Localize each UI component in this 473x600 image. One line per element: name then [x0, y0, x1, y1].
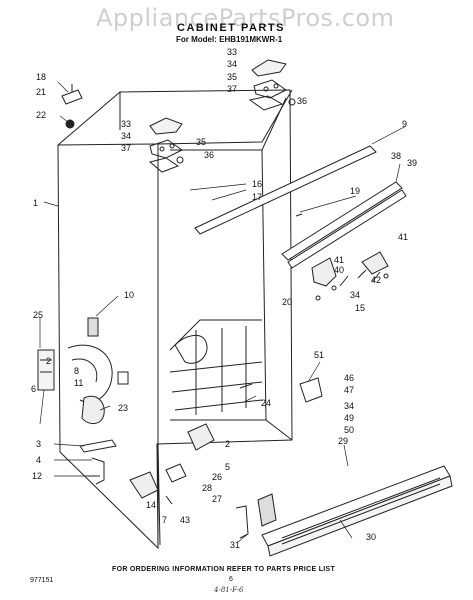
callout-11: 11	[74, 378, 83, 388]
sheet-code: 977151	[30, 577, 54, 584]
kick-plate-grille	[261, 465, 453, 557]
right-hinge-bracket	[311, 251, 389, 301]
callout-7: 7	[162, 515, 167, 525]
callout-1: 1	[33, 198, 38, 208]
callout-3: 3	[36, 439, 41, 449]
callout-2-left: 2	[46, 356, 51, 366]
ordering-note: FOR ORDERING INFORMATION REFER TO PARTS …	[112, 566, 336, 573]
top-hinge-center	[148, 117, 184, 173]
callout-47: 47	[344, 385, 354, 395]
callout-labels: 33 34 35 37 36 18 21 22 33 34 35 37 36 9…	[31, 47, 417, 550]
callout-16: 16	[252, 179, 262, 189]
door-switch	[235, 493, 277, 539]
callout-14: 14	[146, 500, 156, 510]
lower-brackets	[129, 377, 323, 505]
callout-42: 42	[371, 275, 381, 285]
callout-34-right-bracket: 34	[350, 290, 360, 300]
wiring-harness	[37, 317, 129, 424]
callout-28: 28	[202, 483, 212, 493]
callout-10: 10	[124, 290, 134, 300]
callout-22: 22	[36, 110, 46, 120]
callout-23: 23	[118, 403, 128, 413]
callout-18: 18	[36, 72, 46, 82]
callout-29: 29	[338, 436, 348, 446]
callout-24: 24	[261, 398, 271, 408]
callout-35-top-hinge: 35	[227, 72, 237, 82]
callout-21: 21	[36, 87, 46, 97]
callout-34-lower-right: 34	[344, 401, 354, 411]
page-number: 6	[229, 576, 233, 583]
callout-34-center-hinge: 34	[121, 131, 131, 141]
left-hinge-pin	[61, 84, 83, 129]
model-line: For Model: EHB191MKWR-1	[176, 35, 283, 44]
callout-31: 31	[230, 540, 240, 550]
callout-27: 27	[212, 494, 222, 504]
cabinet-body	[57, 89, 293, 550]
callout-20: 20	[282, 297, 292, 307]
callout-38: 38	[391, 151, 401, 161]
leader-lines	[39, 81, 407, 543]
callout-2-center: 2	[225, 439, 230, 449]
callout-30: 30	[366, 532, 376, 542]
callout-46: 46	[344, 373, 354, 383]
callout-17: 17	[252, 192, 262, 202]
callout-37-top-hinge: 37	[227, 84, 237, 94]
callout-40: 40	[334, 265, 344, 275]
lower-left-parts	[79, 439, 117, 485]
callout-37-center-hinge: 37	[121, 143, 131, 153]
callout-36-center-hinge: 36	[204, 150, 214, 160]
callout-41-upper: 41	[398, 232, 408, 242]
handwritten-note: 4-81-F-6	[214, 586, 244, 594]
callout-34-top-hinge: 34	[227, 59, 237, 69]
callout-8: 8	[74, 366, 79, 376]
callout-5: 5	[225, 462, 230, 472]
callout-35-center-hinge: 35	[196, 137, 206, 147]
callout-43: 43	[180, 515, 190, 525]
callout-33-center-hinge: 33	[121, 119, 131, 129]
callout-50: 50	[344, 425, 354, 435]
callout-9: 9	[402, 119, 407, 129]
callout-19: 19	[350, 186, 360, 196]
top-hinge-right	[248, 59, 296, 111]
door-rails	[194, 145, 407, 269]
callout-15: 15	[355, 303, 365, 313]
callout-33-top-hinge: 33	[227, 47, 237, 57]
watermark: AppliancePartsPros.com	[96, 4, 395, 32]
callout-6: 6	[31, 384, 36, 394]
diagram-title: CABINET PARTS	[177, 22, 285, 34]
callout-49: 49	[344, 413, 354, 423]
callout-12: 12	[32, 471, 42, 481]
callout-36-top-hinge: 36	[297, 96, 307, 106]
callout-4: 4	[36, 455, 41, 465]
callout-25: 25	[33, 310, 43, 320]
callout-39: 39	[407, 158, 417, 168]
callout-41-lower: 41	[334, 255, 344, 265]
callout-51: 51	[314, 350, 324, 360]
callout-26: 26	[212, 472, 222, 482]
